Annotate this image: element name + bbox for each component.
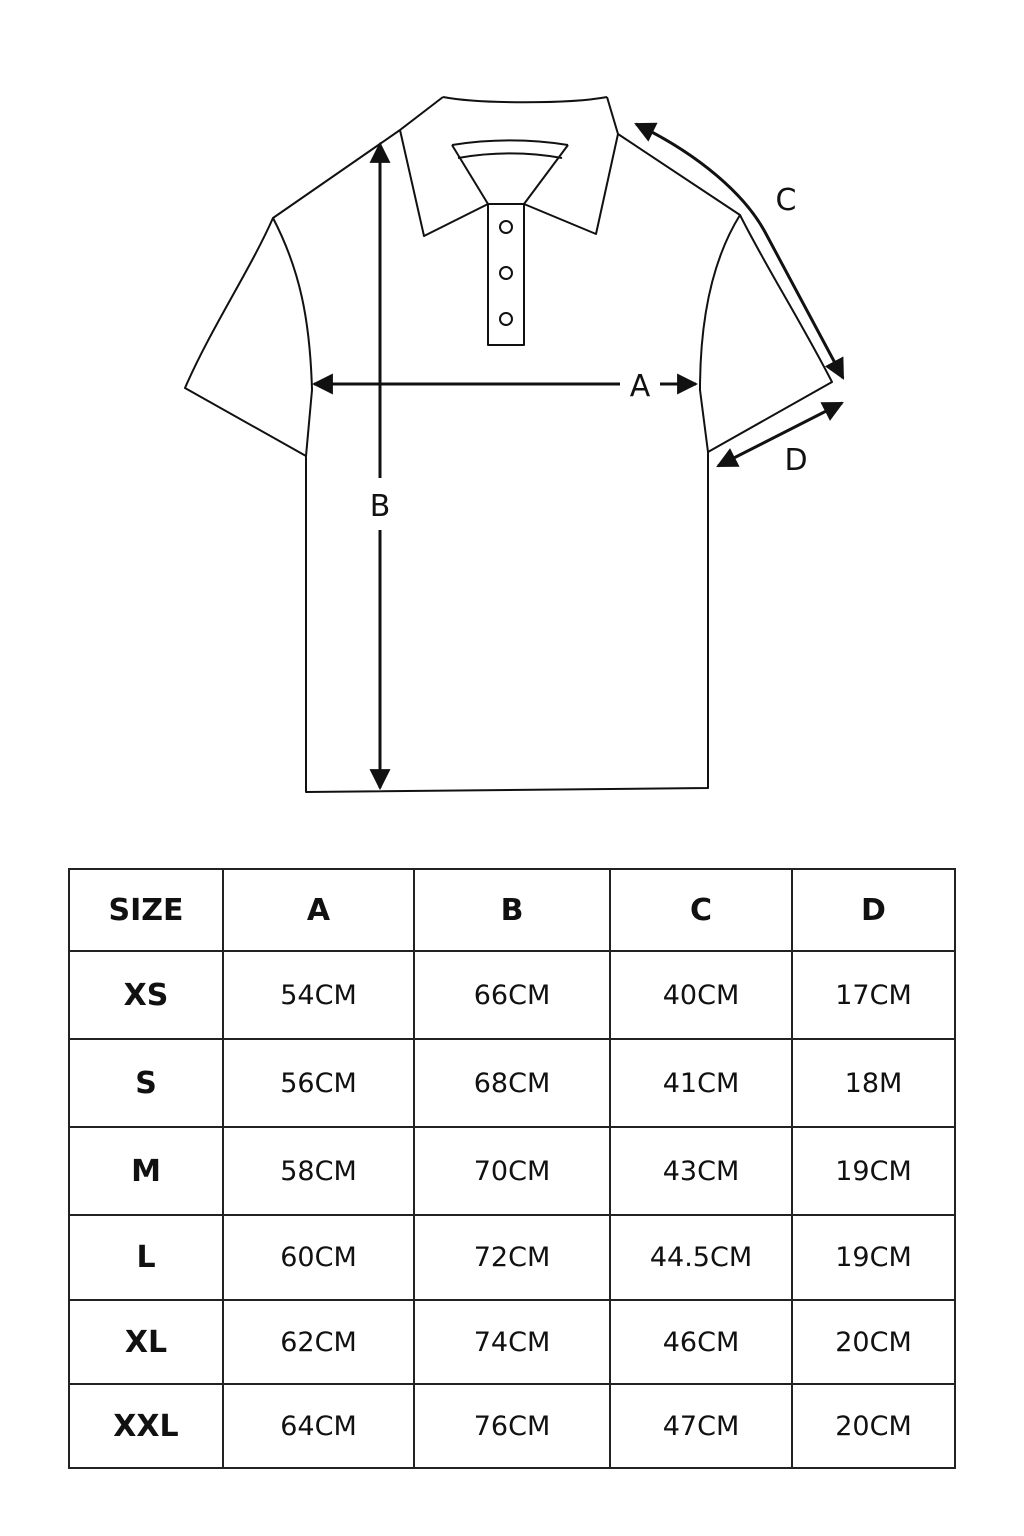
cell-d: 20CM	[791, 1299, 956, 1385]
measurement-labels: A B C D	[370, 183, 808, 524]
button-2	[499, 266, 513, 280]
polo-shirt-diagram: A B C D	[184, 96, 845, 793]
cell-c: 43CM	[609, 1126, 793, 1216]
cell-size: M	[68, 1126, 224, 1216]
cell-size: XXL	[68, 1383, 224, 1469]
cell-c: 41CM	[609, 1038, 793, 1128]
label-d: D	[784, 443, 807, 478]
arrow-c	[634, 122, 845, 380]
label-b: B	[370, 489, 391, 524]
cell-size: XL	[68, 1299, 224, 1385]
table-row: XS 54CM 66CM 40CM 17CM	[68, 950, 956, 1040]
header-size: SIZE	[68, 868, 224, 952]
header-a: A	[222, 868, 415, 952]
cell-size: S	[68, 1038, 224, 1128]
cell-d: 19CM	[791, 1214, 956, 1301]
collar-stand	[451, 139, 569, 146]
label-c: C	[776, 183, 797, 218]
cell-d: 20CM	[791, 1383, 956, 1469]
table-row: XL 62CM 74CM 46CM 20CM	[68, 1299, 956, 1385]
cell-a: 64CM	[222, 1383, 415, 1469]
polo-shirt-outline	[184, 96, 833, 793]
table-row: M 58CM 70CM 43CM 19CM	[68, 1126, 956, 1216]
collar-band	[442, 96, 608, 104]
cell-c: 44.5CM	[609, 1214, 793, 1301]
cell-a: 62CM	[222, 1299, 415, 1385]
table-row: S 56CM 68CM 41CM 18M	[68, 1038, 956, 1128]
button-1	[499, 220, 513, 234]
cell-d: 19CM	[791, 1126, 956, 1216]
cell-b: 70CM	[413, 1126, 611, 1216]
cell-b: 68CM	[413, 1038, 611, 1128]
cell-b: 74CM	[413, 1299, 611, 1385]
neck-opening-left	[451, 144, 489, 205]
cell-size: L	[68, 1214, 224, 1301]
neck-opening-right	[523, 144, 569, 205]
arrow-d	[716, 401, 844, 468]
shirt-body	[184, 96, 833, 793]
cell-b: 66CM	[413, 950, 611, 1040]
right-sleeve-seam	[699, 214, 741, 453]
header-c: C	[609, 868, 793, 952]
table-header-row: SIZE A B C D	[68, 868, 956, 952]
cell-a: 54CM	[222, 950, 415, 1040]
cell-b: 72CM	[413, 1214, 611, 1301]
collar-stand-inner	[457, 152, 563, 159]
cell-c: 47CM	[609, 1383, 793, 1469]
header-b: B	[413, 868, 611, 952]
left-sleeve-seam	[272, 217, 313, 457]
header-d: D	[791, 868, 956, 952]
table-row: XXL 64CM 76CM 47CM 20CM	[68, 1383, 956, 1469]
cell-d: 17CM	[791, 950, 956, 1040]
size-chart-table: SIZE A B C D XS 54CM 66CM 40CM 17CM S 56…	[68, 868, 956, 1469]
cell-d: 18M	[791, 1038, 956, 1128]
table-row: L 60CM 72CM 44.5CM 19CM	[68, 1214, 956, 1301]
button-placket	[487, 203, 525, 346]
button-3	[499, 312, 513, 326]
cell-c: 46CM	[609, 1299, 793, 1385]
measurement-arrows	[311, 122, 845, 791]
collar-right	[523, 133, 619, 235]
label-a: A	[630, 369, 651, 404]
cell-b: 76CM	[413, 1383, 611, 1469]
cell-c: 40CM	[609, 950, 793, 1040]
cell-size: XS	[68, 950, 224, 1040]
collar-left	[399, 129, 489, 237]
cell-a: 56CM	[222, 1038, 415, 1128]
cell-a: 60CM	[222, 1214, 415, 1301]
cell-a: 58CM	[222, 1126, 415, 1216]
